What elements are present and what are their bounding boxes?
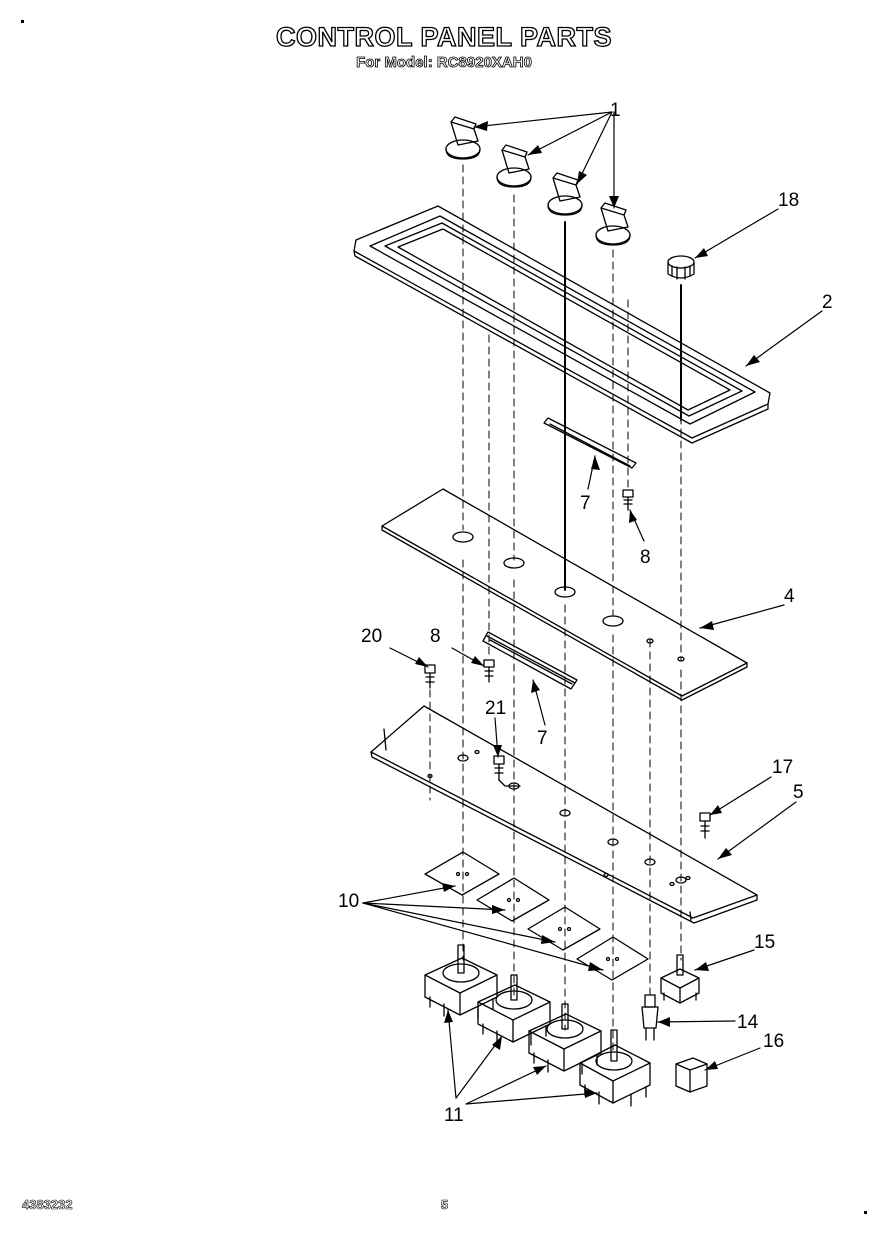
knob-2	[496, 144, 532, 188]
callout-control-panel: 4	[784, 586, 795, 607]
small-knob-18	[667, 255, 695, 280]
callout-insulator: 10	[338, 891, 360, 912]
callout-socket-14: 14	[737, 1012, 759, 1033]
rotary-switch-2	[477, 974, 551, 1046]
callout-screw-lower: 8	[430, 626, 441, 647]
mounting-bracket-5	[370, 705, 758, 924]
label-16	[675, 1057, 708, 1093]
callout-knob: 1	[610, 100, 621, 121]
insulator-pad-4	[576, 936, 649, 981]
callout-small-knob: 18	[778, 190, 800, 211]
callout-rotary-switch: 11	[444, 1105, 464, 1126]
insulator-pad-1	[424, 851, 500, 896]
rotary-switch-4	[579, 1029, 651, 1107]
model-subtitle: For Model: RC8920XAH0	[356, 54, 533, 72]
screw-8-lower	[483, 659, 495, 683]
bracket-7-lower	[482, 631, 578, 690]
screw-17	[699, 812, 711, 839]
control-panel-4	[381, 488, 748, 701]
leader-lines	[362, 111, 823, 1105]
page-title: CONTROL PANEL PARTS	[275, 21, 613, 52]
callout-switch-15: 15	[754, 932, 776, 953]
page-number: 5	[441, 1197, 449, 1213]
corner-mark-bottom-right	[864, 1211, 867, 1214]
knob-3	[547, 172, 583, 216]
callout-mounting-bracket: 5	[793, 782, 804, 803]
console-frame-2	[353, 205, 771, 444]
arrowheads	[415, 121, 760, 1098]
callout-screw-17: 17	[772, 757, 794, 778]
part-number: 4383232	[22, 1197, 73, 1213]
callout-console: 2	[822, 292, 833, 313]
insulator-pad-2	[476, 877, 550, 922]
insulator-pad-3	[527, 906, 601, 951]
rotary-switch-1	[424, 944, 498, 1019]
assembly-centerlines	[429, 164, 682, 1056]
screw-8-upper	[622, 489, 634, 511]
rotary-switch-3	[528, 1003, 602, 1075]
callout-screw-21: 21	[485, 698, 507, 719]
socket-14	[641, 994, 659, 1041]
corner-mark-top-left	[21, 20, 24, 23]
screw-21	[493, 755, 521, 787]
callout-bracket-lower: 7	[537, 728, 548, 749]
knob-1	[445, 116, 481, 160]
knob-4	[595, 202, 631, 246]
callout-screw-upper: 8	[640, 547, 651, 568]
callout-bracket-upper: 7	[580, 493, 591, 514]
screw-20	[424, 664, 436, 689]
callout-label-16: 16	[763, 1031, 785, 1052]
bracket-7-upper	[543, 417, 637, 469]
callout-screw-20: 20	[361, 626, 383, 647]
switch-15	[660, 954, 700, 1004]
